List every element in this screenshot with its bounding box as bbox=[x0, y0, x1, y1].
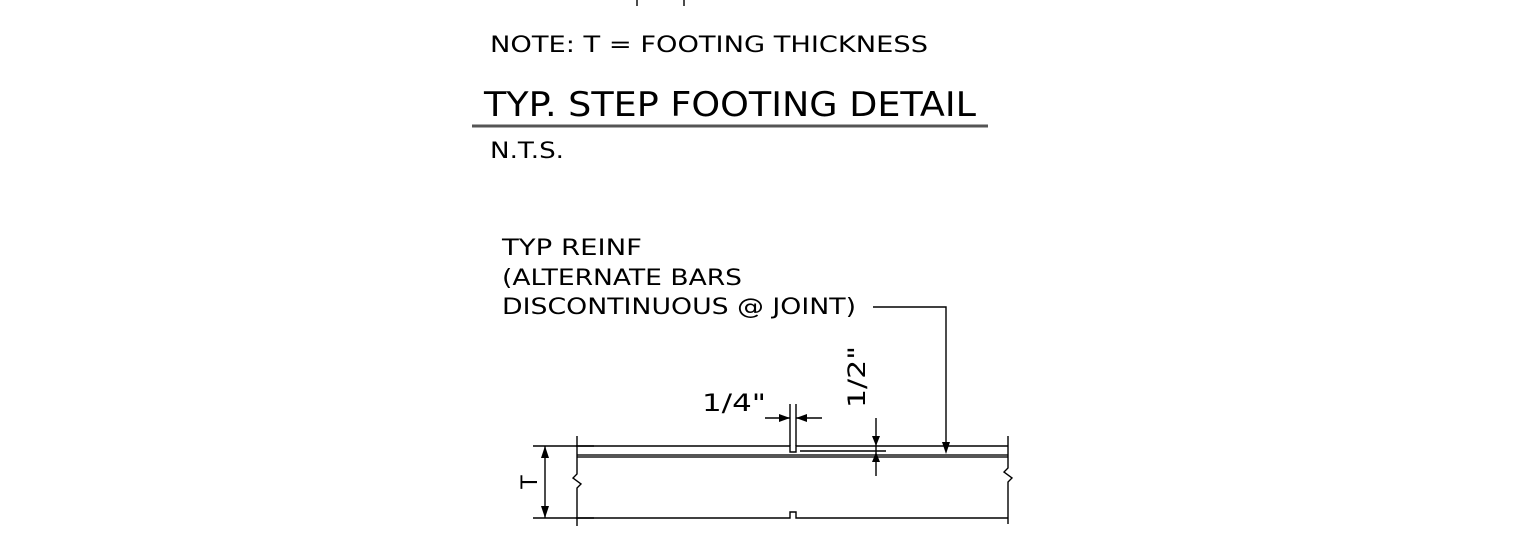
upper-detail: NOTE: T = FOOTING THICKNESS TYP. STEP FO… bbox=[472, 0, 988, 164]
reinf-callout-line-2: (ALTERNATE BARS bbox=[502, 266, 742, 291]
slab-right-break bbox=[1002, 436, 1014, 524]
scale-label: N.T.S. bbox=[490, 139, 564, 164]
lower-detail: TYP REINF (ALTERNATE BARS DISCONTINUOUS … bbox=[501, 236, 1014, 526]
thickness-label: T bbox=[518, 475, 543, 490]
reinf-leader-arrowhead bbox=[942, 442, 950, 454]
slab-top-surface bbox=[576, 445, 1008, 453]
thickness-arrow-top bbox=[541, 446, 549, 458]
thickness-arrow-bottom bbox=[541, 506, 549, 518]
joint-width-arrow-left bbox=[779, 414, 790, 422]
joint-depth-arrow-top bbox=[872, 436, 880, 446]
joint-depth-label: 1/2" bbox=[843, 346, 871, 408]
slab-bottom-surface bbox=[576, 511, 1008, 519]
reinf-leader bbox=[873, 306, 947, 450]
slab-left-break bbox=[571, 436, 583, 526]
joint-width-arrow-right bbox=[796, 414, 807, 422]
joint-depth-arrow-bottom bbox=[872, 452, 880, 462]
footing-thickness-note: NOTE: T = FOOTING THICKNESS bbox=[490, 33, 928, 58]
reinf-callout-line-1: TYP REINF bbox=[501, 236, 642, 261]
joint-width-label: 1/4" bbox=[702, 389, 766, 417]
reinf-callout-line-3: DISCONTINUOUS @ JOINT) bbox=[502, 295, 856, 320]
detail-title: TYP. STEP FOOTING DETAIL bbox=[483, 85, 976, 125]
